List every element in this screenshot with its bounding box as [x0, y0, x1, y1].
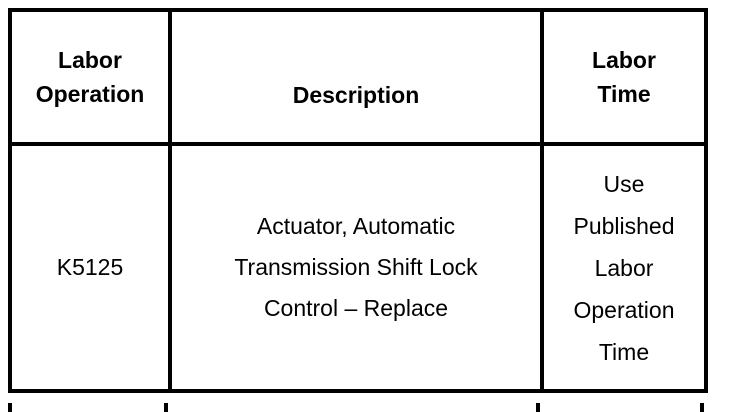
description-line-1: Actuator, Automatic [256, 213, 456, 239]
column-header-labor-operation-line-2: Operation [35, 81, 145, 107]
labor-time-line-5: Time [598, 338, 650, 365]
labor-operation-table: Labor Operation Description Labor Time K… [8, 8, 708, 393]
column-header-labor-time-line-1: Labor [592, 47, 656, 73]
column-header-description: Description [168, 8, 544, 146]
column-header-labor-time-line-2: Time [597, 81, 651, 107]
cell-labor-operation-code: K5125 [8, 142, 172, 393]
labor-time-line-3: Labor [594, 254, 654, 281]
next-row-clipped-edge [8, 403, 704, 412]
column-header-labor-operation-line-1: Labor [58, 47, 122, 73]
column-header-labor-operation: Labor Operation [8, 8, 172, 146]
next-row-border-left [8, 403, 12, 412]
next-row-divider-second [536, 403, 540, 412]
labor-time-line-1: Use [603, 170, 645, 197]
cell-labor-time: Use Published Labor Operation Time [540, 142, 708, 393]
table-header: Labor Operation Description Labor Time [8, 8, 708, 146]
next-row-divider-first [164, 403, 168, 412]
table-body: K5125 Actuator, Automatic Transmission S… [8, 142, 708, 393]
description-line-3: Control – Replace [263, 295, 449, 321]
cell-description: Actuator, Automatic Transmission Shift L… [168, 142, 544, 393]
column-header-labor-time: Labor Time [540, 8, 708, 146]
next-row-border-right [700, 403, 704, 412]
labor-operation-code: K5125 [56, 254, 124, 280]
labor-time-line-4: Operation [573, 296, 675, 323]
description-line-2: Transmission Shift Lock [234, 254, 478, 280]
header-row: Labor Operation Description Labor Time [8, 8, 708, 146]
column-header-description-label: Description [292, 81, 420, 108]
labor-time-line-2: Published [573, 212, 675, 239]
table-row: K5125 Actuator, Automatic Transmission S… [8, 142, 708, 393]
